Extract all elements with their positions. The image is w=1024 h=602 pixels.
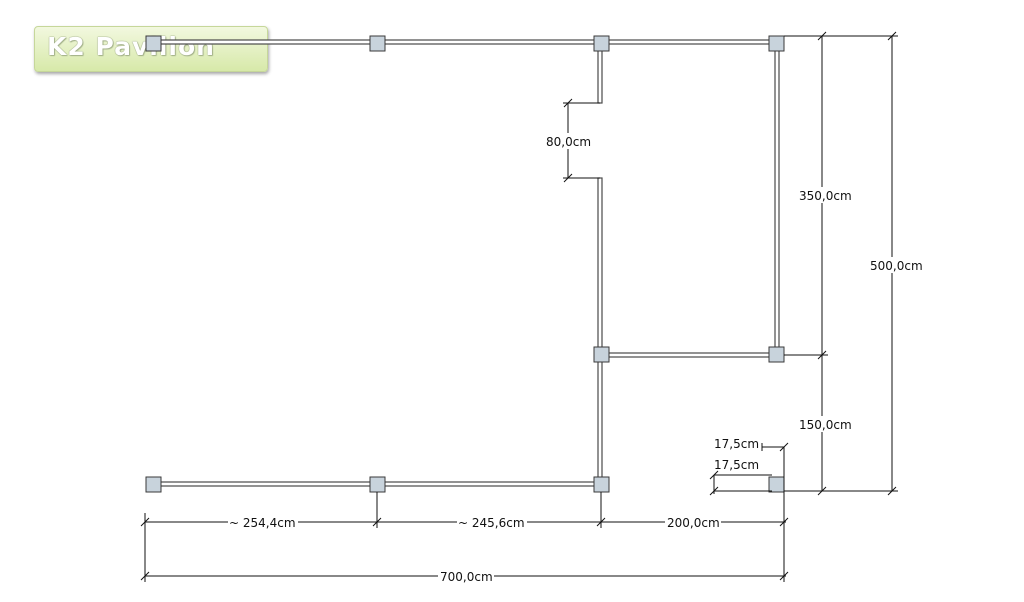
post <box>768 35 785 52</box>
wall-right <box>774 42 780 356</box>
post <box>369 35 386 52</box>
dim-segment-1: ~ 254,4cm <box>229 516 296 530</box>
dim-opening: 80,0cm <box>546 135 591 149</box>
post <box>768 476 785 493</box>
post <box>768 346 785 363</box>
logo-badge: K2 Pavilion <box>34 26 268 72</box>
dim-post-a: 17,5cm <box>714 437 759 451</box>
dim-lower-height: 150,0cm <box>799 418 852 432</box>
post <box>369 476 386 493</box>
dim-post-b: 17,5cm <box>714 458 759 472</box>
wall-inner <box>600 352 778 358</box>
post <box>593 346 610 363</box>
post <box>593 35 610 52</box>
dim-segment-2: ~ 245,6cm <box>458 516 525 530</box>
dim-segment-3: 200,0cm <box>667 516 720 530</box>
post <box>145 476 162 493</box>
dimension-labels: 80,0cm 350,0cm 500,0cm 150,0cm 17,5cm 17… <box>228 133 923 584</box>
wall-top <box>152 39 778 45</box>
wall-middle-upper <box>597 42 603 104</box>
wall-middle-lower <box>597 177 603 486</box>
dim-total-height: 500,0cm <box>870 259 923 273</box>
dimension-lines <box>140 31 898 582</box>
posts <box>145 35 785 493</box>
walls <box>152 39 780 487</box>
post <box>145 35 162 52</box>
dim-room-height: 350,0cm <box>799 189 852 203</box>
post <box>593 476 610 493</box>
logo-text: K2 Pavilion <box>47 32 215 61</box>
dim-total-width: 700,0cm <box>440 570 493 584</box>
